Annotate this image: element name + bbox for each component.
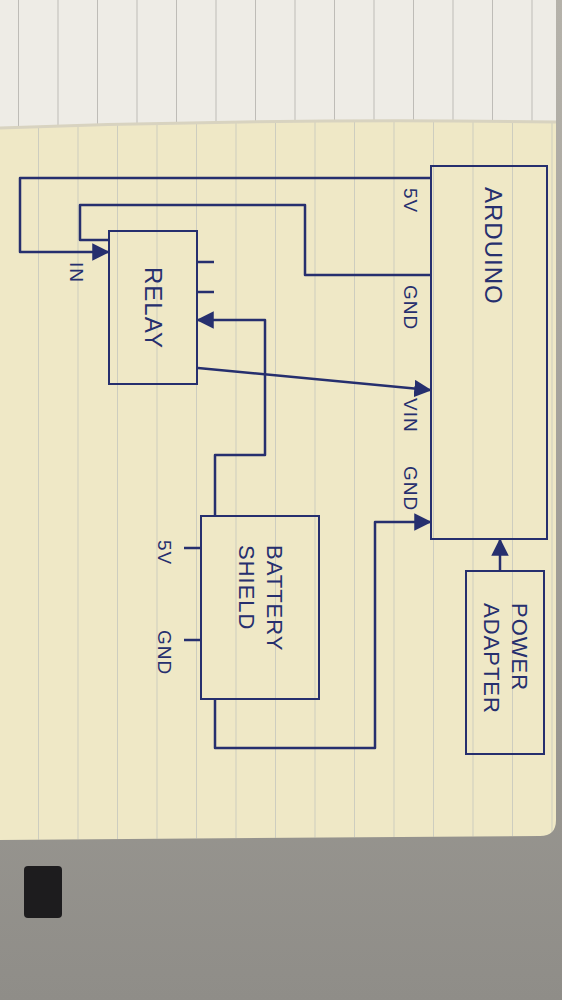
- node-text: RELAY: [138, 267, 168, 349]
- pin-label: GND: [398, 285, 422, 330]
- wire-connector: [198, 368, 430, 390]
- pin-label: IN: [64, 262, 88, 283]
- upper-page-rules: [0, 0, 556, 140]
- elastic-band: [24, 866, 62, 918]
- relay-module: RELAY: [108, 230, 198, 385]
- node-text: POWER ADAPTER: [478, 603, 533, 723]
- node-text: ARDUINO: [478, 187, 508, 305]
- pin-ticks: [184, 262, 214, 640]
- lower-page-rules: [0, 121, 556, 840]
- battery-shield: BATTERY SHIELD: [200, 515, 320, 700]
- battery-pin: [184, 639, 200, 642]
- pin-label: VIN: [398, 398, 422, 433]
- wire-connector: [215, 522, 430, 748]
- power-adapter: POWER ADAPTER: [465, 570, 545, 755]
- pin-label: 5V: [152, 540, 176, 565]
- pin-label: GND: [152, 630, 176, 675]
- wire-connector: [499, 540, 502, 570]
- lower-page: [0, 121, 556, 840]
- arduino-board: ARDUINO: [430, 165, 548, 540]
- wire-connector: [198, 320, 265, 515]
- relay-pin: [198, 261, 214, 264]
- pin-label: GND: [398, 466, 422, 511]
- relay-pin: [198, 291, 214, 294]
- page-fold: [0, 121, 556, 128]
- pin-label: 5V: [398, 188, 422, 213]
- battery-pin: [184, 547, 200, 550]
- wire-connector: [80, 205, 430, 275]
- upper-page: [0, 0, 556, 140]
- node-text: BATTERY SHIELD: [233, 545, 288, 670]
